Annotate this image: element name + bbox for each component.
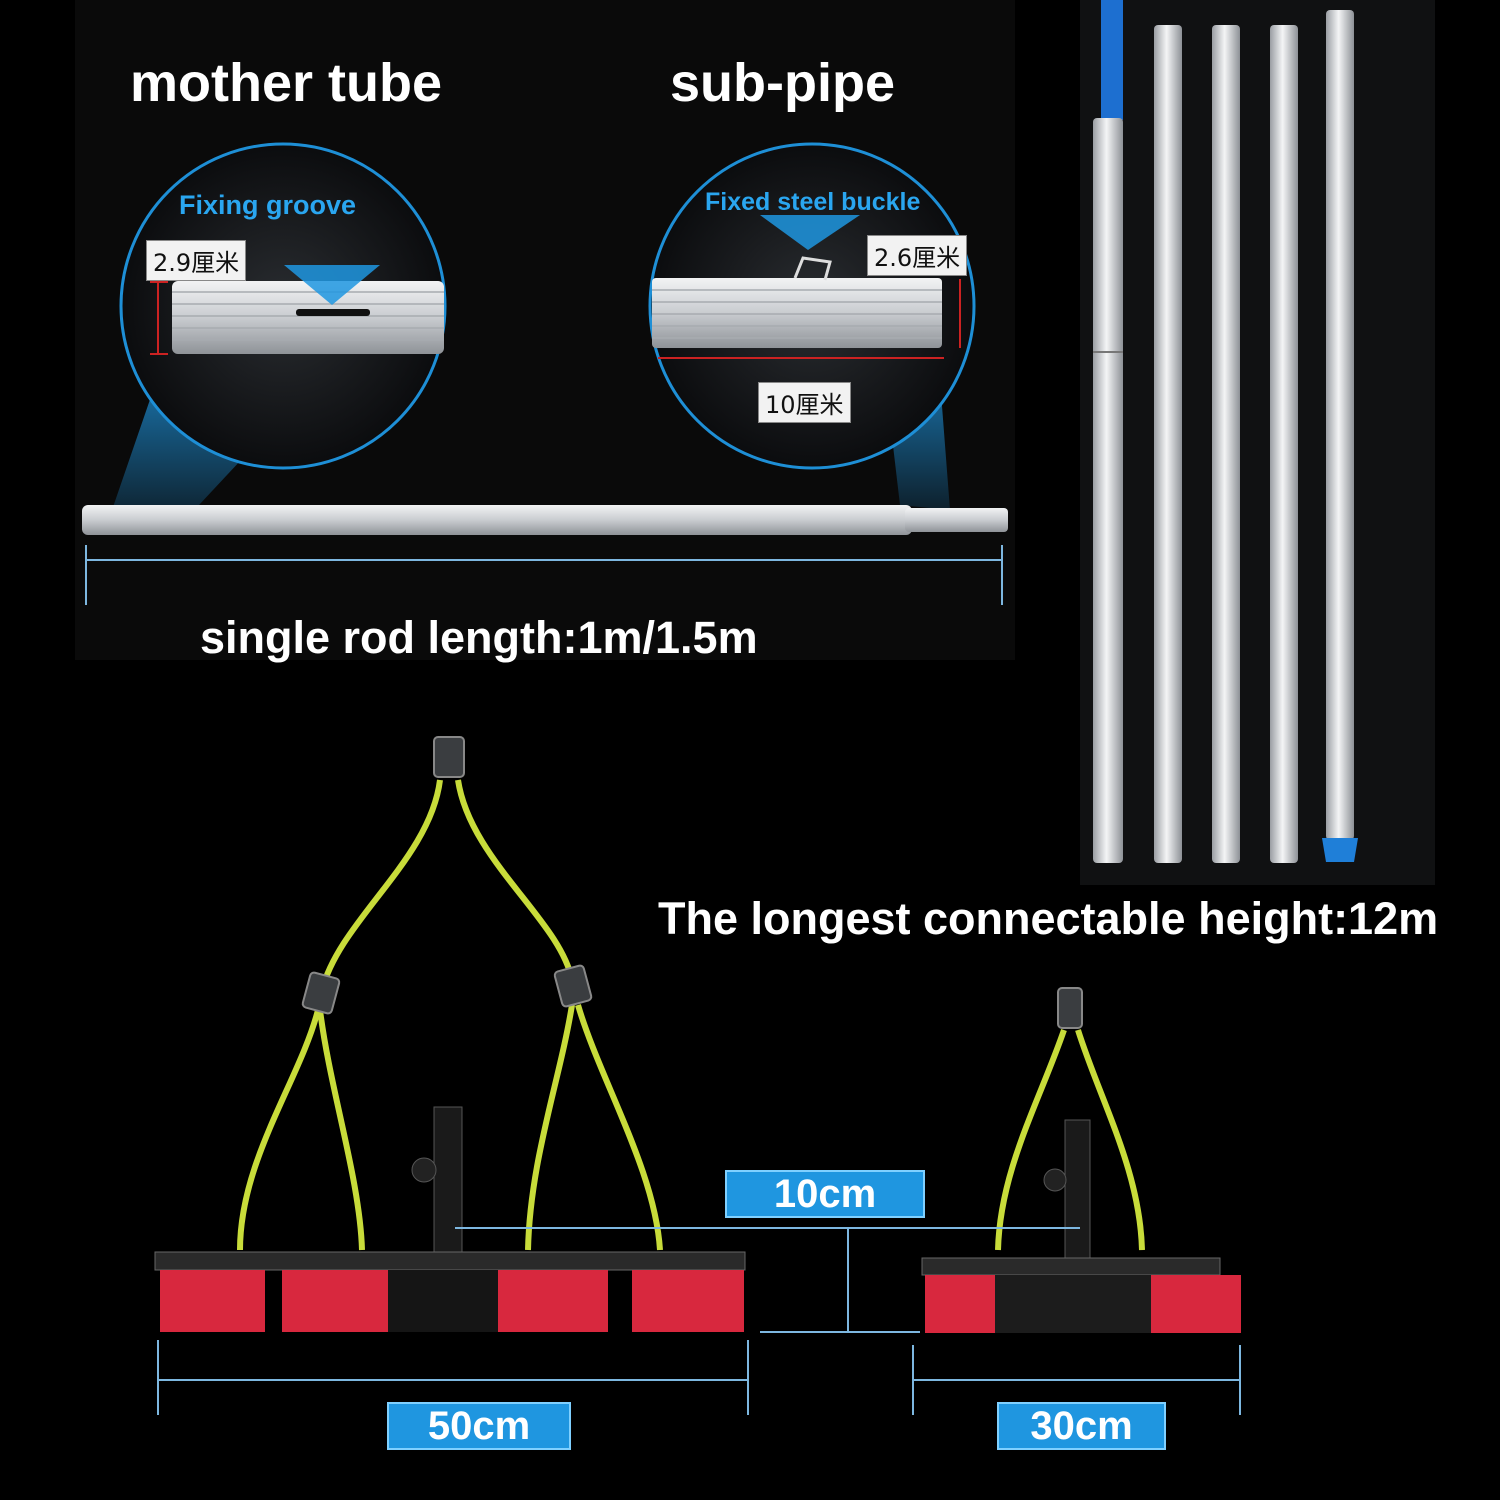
mother-tube-zoom-beam (112, 385, 255, 520)
sub-pipe-heading: sub-pipe (670, 53, 895, 113)
small-brush-hoses (995, 1029, 1145, 1251)
mother-tube-diameter: 2.9厘米 (146, 240, 247, 281)
fixing-groove (296, 309, 370, 316)
sub-pipe-length: 10厘米 (758, 382, 851, 423)
steel-buckle (793, 256, 832, 281)
mother-tube-heading: mother tube (130, 53, 443, 113)
small-brush-mount (1043, 1119, 1091, 1261)
longest-height-heading: The longest connectable height:12m (658, 893, 1439, 944)
small-brush-size-box: 30cm (997, 1402, 1166, 1450)
buckle-pointer-icon (760, 215, 860, 250)
sub-pipe-2 (1212, 25, 1240, 863)
sub-pipe-3 (1270, 25, 1298, 863)
assembled-pole (1093, 0, 1123, 863)
small-brush (921, 1257, 1241, 1333)
pole-end-cap (1322, 838, 1358, 862)
large-brush-mount (411, 1106, 463, 1258)
single-rod-length-heading: single rod length:1m/1.5m (200, 612, 758, 663)
sub-pipe-4 (1326, 10, 1354, 840)
large-brush-fittings (301, 736, 593, 1015)
groove-pointer-icon (284, 265, 380, 305)
sub-pipe-1 (1154, 25, 1182, 863)
large-brush (154, 1251, 746, 1332)
dimension-lines (157, 1227, 1241, 1415)
large-brush-hoses (237, 779, 663, 1251)
small-brush-fitting (1057, 987, 1083, 1029)
sub-pipe-detail-circle (648, 142, 976, 470)
large-brush-size-box: 50cm (387, 1402, 571, 1450)
gap-size-box: 10cm (725, 1170, 925, 1218)
mother-tube-detail-circle (119, 142, 447, 470)
steel-buckle-label: Fixed steel buckle (705, 188, 921, 216)
single-rod (82, 505, 1008, 605)
pole-photo-panel (1080, 0, 1435, 885)
sub-pipe-diameter: 2.6厘米 (867, 235, 968, 276)
fixing-groove-label: Fixing groove (179, 190, 357, 220)
